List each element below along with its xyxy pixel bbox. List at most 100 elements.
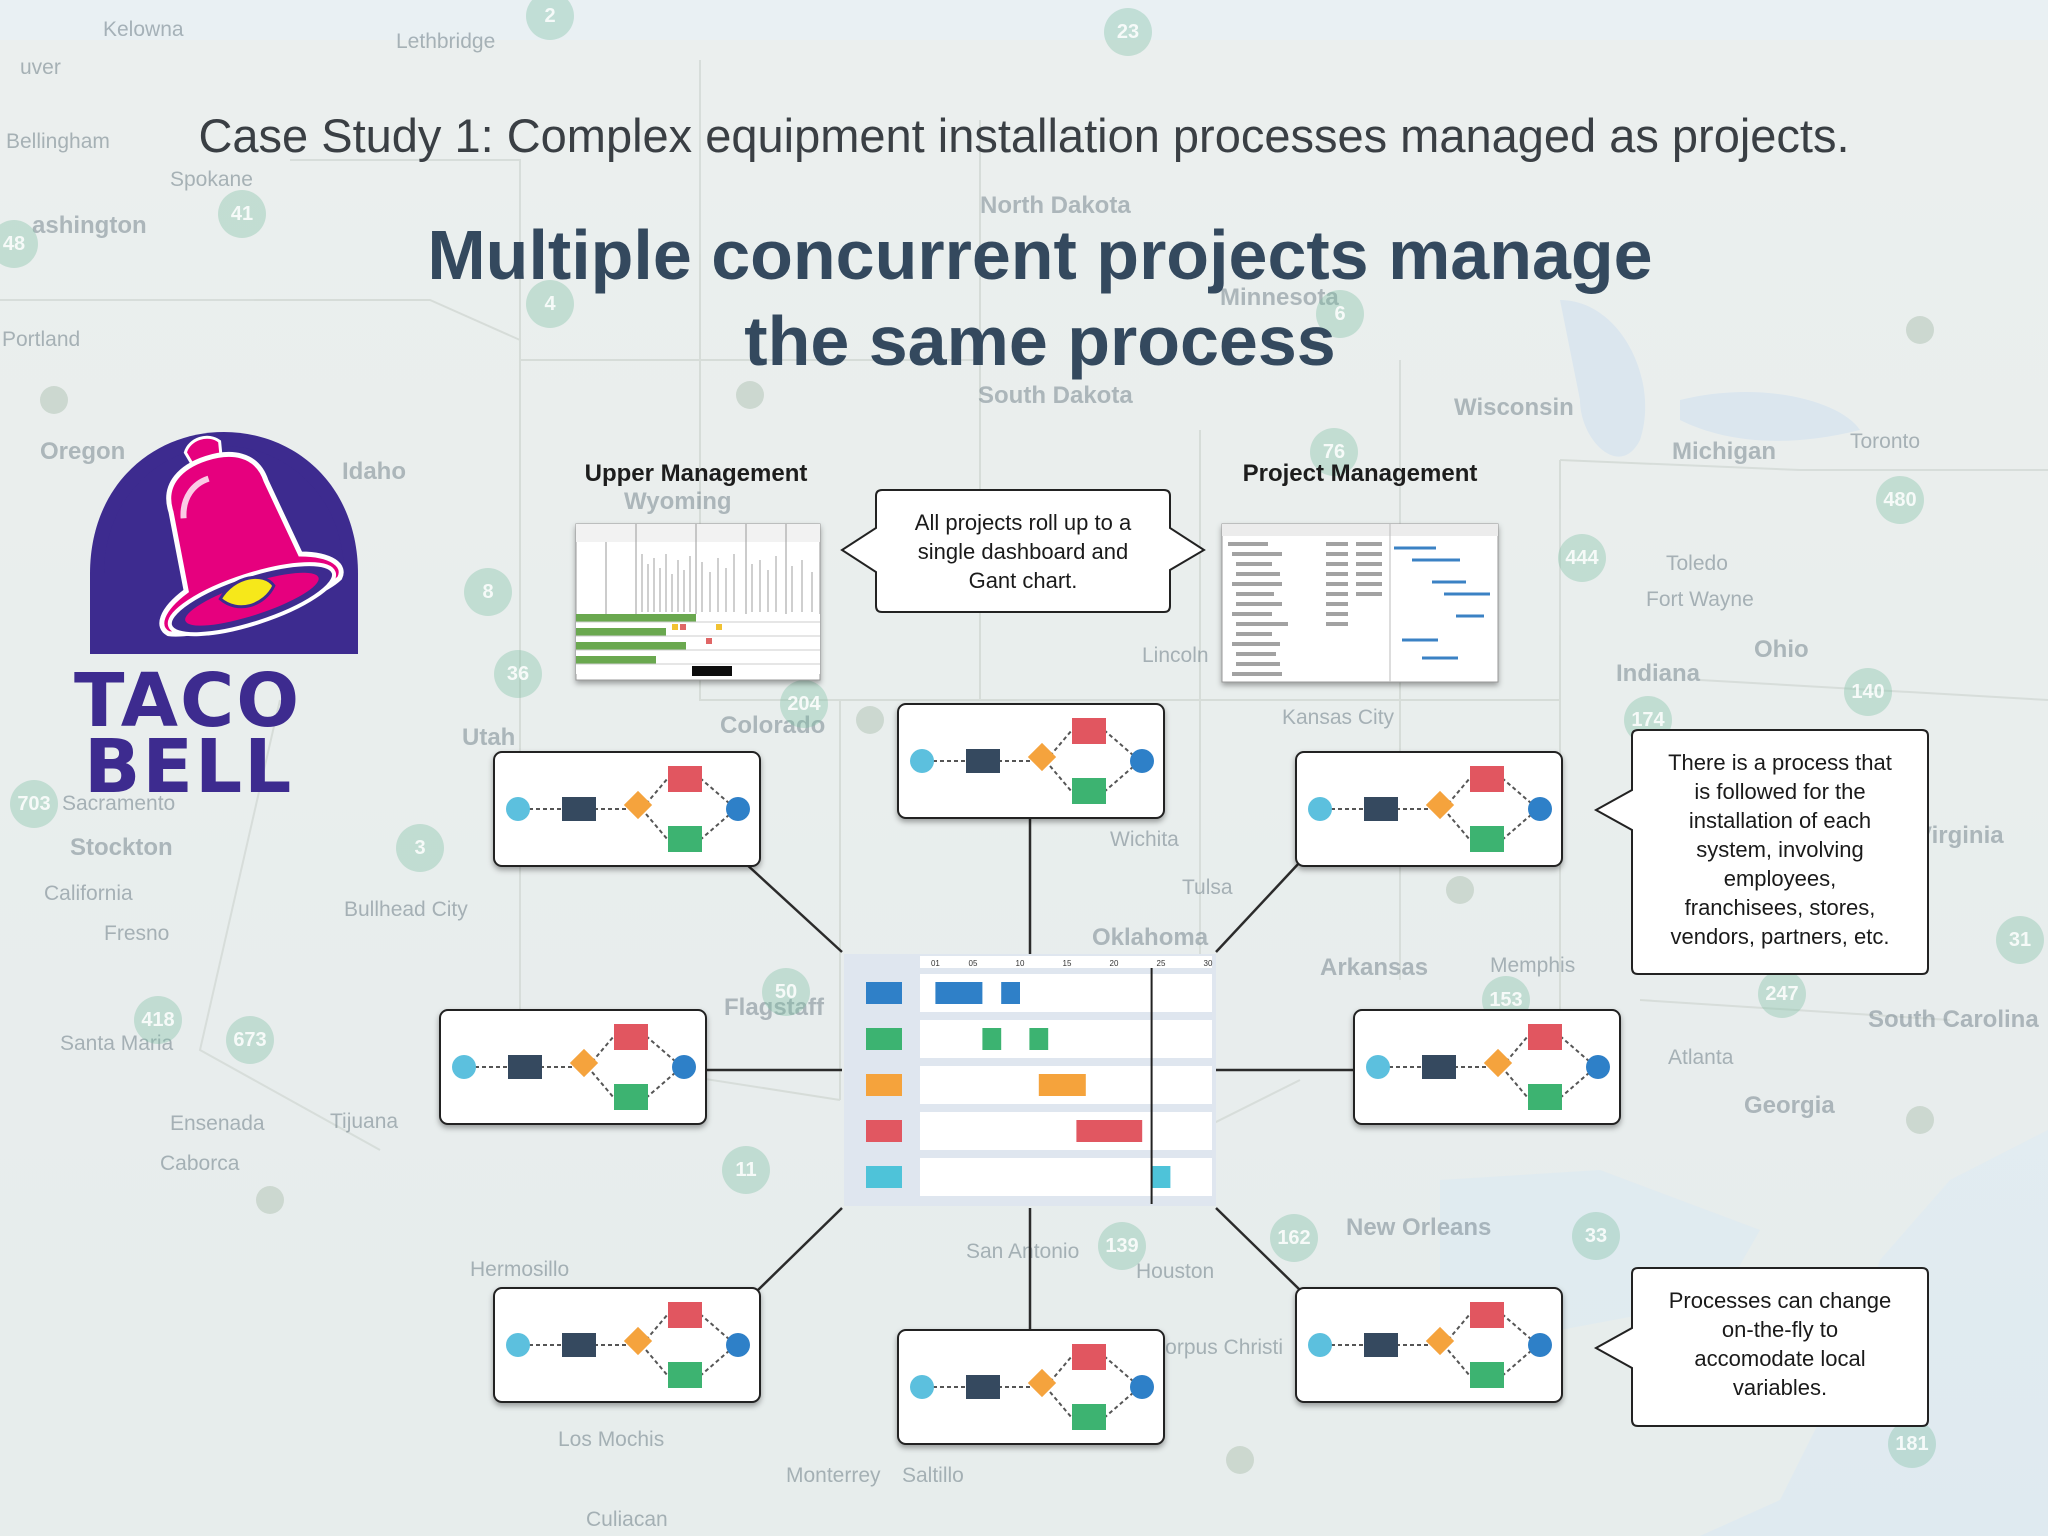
- map-cluster: 673: [226, 1016, 274, 1064]
- map-label: Tijuana: [330, 1110, 399, 1133]
- task-node-icon: [1422, 1055, 1456, 1079]
- map-label: Virginia: [1916, 822, 2004, 849]
- process-card[interactable]: [897, 1329, 1165, 1445]
- process-card[interactable]: [1295, 751, 1563, 867]
- map-label: Wichita: [1110, 828, 1179, 851]
- map-label: South Carolina: [1868, 1006, 2039, 1033]
- project-management-gantt[interactable]: [1221, 523, 1499, 683]
- gantt-bar: [1001, 982, 1020, 1004]
- map-cluster: 36: [494, 650, 542, 698]
- rollup-callout-text: All projects roll up to a single dashboa…: [876, 508, 1170, 595]
- map-label: Michigan: [1672, 438, 1777, 465]
- change-callout-text: Processes can change on-the-fly to accom…: [1636, 1286, 1924, 1402]
- process-card[interactable]: [493, 751, 761, 867]
- process-card-frame: [493, 1287, 761, 1403]
- map-label: Kansas City: [1282, 706, 1395, 729]
- process-callout: [1593, 729, 1929, 975]
- map-label: Georgia: [1744, 1092, 1835, 1119]
- branch-top-node-icon: [1528, 1024, 1562, 1050]
- process-card-frame: [439, 1009, 707, 1125]
- callout-line: installation of each: [1688, 808, 1872, 833]
- map-label: Wisconsin: [1454, 394, 1574, 421]
- project-management-label: Project Management: [1242, 460, 1478, 487]
- branch-bottom-node-icon: [1528, 1084, 1562, 1110]
- map-label: Wyoming: [624, 488, 732, 515]
- map-label: Idaho: [342, 458, 406, 485]
- gantt-row-track: [920, 1020, 1212, 1058]
- branch-bottom-node-icon: [668, 1362, 702, 1388]
- branch-top-node-icon: [668, 1302, 702, 1328]
- decision-node-icon: [623, 1326, 653, 1356]
- gantt-bar: [1076, 1120, 1143, 1142]
- change-callout: [1593, 1267, 1929, 1427]
- map-label: Fort Wayne: [1646, 588, 1754, 611]
- gantt-bar: [935, 982, 983, 1004]
- callout-line: variables.: [1732, 1375, 1828, 1400]
- map-cluster: 181: [1888, 1420, 1936, 1468]
- map-label: California: [44, 882, 133, 905]
- map-cluster: 418: [134, 996, 182, 1044]
- map-label: Indiana: [1616, 660, 1701, 687]
- process-card[interactable]: [897, 703, 1165, 819]
- branch-top-node-icon: [1470, 1302, 1504, 1328]
- map-cluster: 6: [1316, 290, 1364, 338]
- map-label: Minnesota: [1220, 284, 1339, 311]
- branch-bottom-node-icon: [1072, 778, 1106, 804]
- map-label: Lincoln: [1142, 644, 1209, 667]
- map-cluster: 76: [1310, 428, 1358, 476]
- gantt-row-marker: [866, 1120, 902, 1142]
- end-node-icon: [1130, 749, 1154, 773]
- process-card[interactable]: [1353, 1009, 1621, 1125]
- callout-line: Gant chart.: [968, 568, 1078, 593]
- end-node-icon: [726, 797, 750, 821]
- callout-line: All projects roll up to a: [914, 510, 1132, 535]
- callout-line: system, involving: [1696, 837, 1864, 862]
- callout-line: accomodate local: [1694, 1346, 1866, 1371]
- map-label: Oklahoma: [1092, 924, 1209, 951]
- map-label: Culiacan: [586, 1508, 668, 1531]
- gantt-row-marker: [866, 982, 902, 1004]
- process-card-frame: [1295, 1287, 1563, 1403]
- callout-line: single dashboard and: [917, 539, 1129, 564]
- gantt-tick-label: 25: [1157, 959, 1166, 968]
- branch-top-node-icon: [1470, 766, 1504, 792]
- decision-node-icon: [1425, 790, 1455, 820]
- process-card[interactable]: [439, 1009, 707, 1125]
- end-node-icon: [1130, 1375, 1154, 1399]
- gantt-tick-label: 10: [1016, 959, 1025, 968]
- task-node-icon: [508, 1055, 542, 1079]
- branch-bottom-node-icon: [1072, 1404, 1106, 1430]
- callout-line: Processes can change: [1668, 1288, 1892, 1313]
- upper-management-dashboard[interactable]: [575, 523, 821, 681]
- branch-top-node-icon: [1072, 718, 1106, 744]
- map-cluster: 139: [1098, 1222, 1146, 1270]
- map-label: Sacramento: [62, 792, 176, 815]
- decision-node-icon: [1027, 742, 1057, 772]
- start-node-icon: [1308, 797, 1332, 821]
- map-label: Los Mochis: [558, 1428, 665, 1451]
- gantt-tick-label: 05: [969, 959, 978, 968]
- map-cluster: 8: [464, 568, 512, 616]
- gantt-tick-label: 15: [1063, 959, 1072, 968]
- map-label: Tulsa: [1182, 876, 1233, 899]
- map-label: Kelowna: [103, 18, 184, 41]
- process-card[interactable]: [1295, 1287, 1563, 1403]
- gantt-tick-label: 30: [1204, 959, 1213, 968]
- map-label: Atlanta: [1668, 1046, 1734, 1069]
- logo-text-bell: BELL: [84, 724, 294, 810]
- bell-icon: [90, 432, 358, 654]
- task-node-icon: [562, 1333, 596, 1357]
- process-card[interactable]: [493, 1287, 761, 1403]
- gantt-row-marker: [866, 1166, 902, 1188]
- callout-line: franchisees, stores,: [1684, 895, 1876, 920]
- map-label: Ohio: [1754, 636, 1809, 663]
- map-label: Lethbridge: [396, 30, 496, 53]
- gantt-tick-label: 01: [931, 959, 940, 968]
- start-node-icon: [1366, 1055, 1390, 1079]
- map-label: Colorado: [720, 712, 826, 739]
- slide-title-line-2: the same process: [744, 302, 1336, 380]
- map-label: Spokane: [170, 168, 253, 191]
- map-label: Bellingham: [6, 130, 110, 153]
